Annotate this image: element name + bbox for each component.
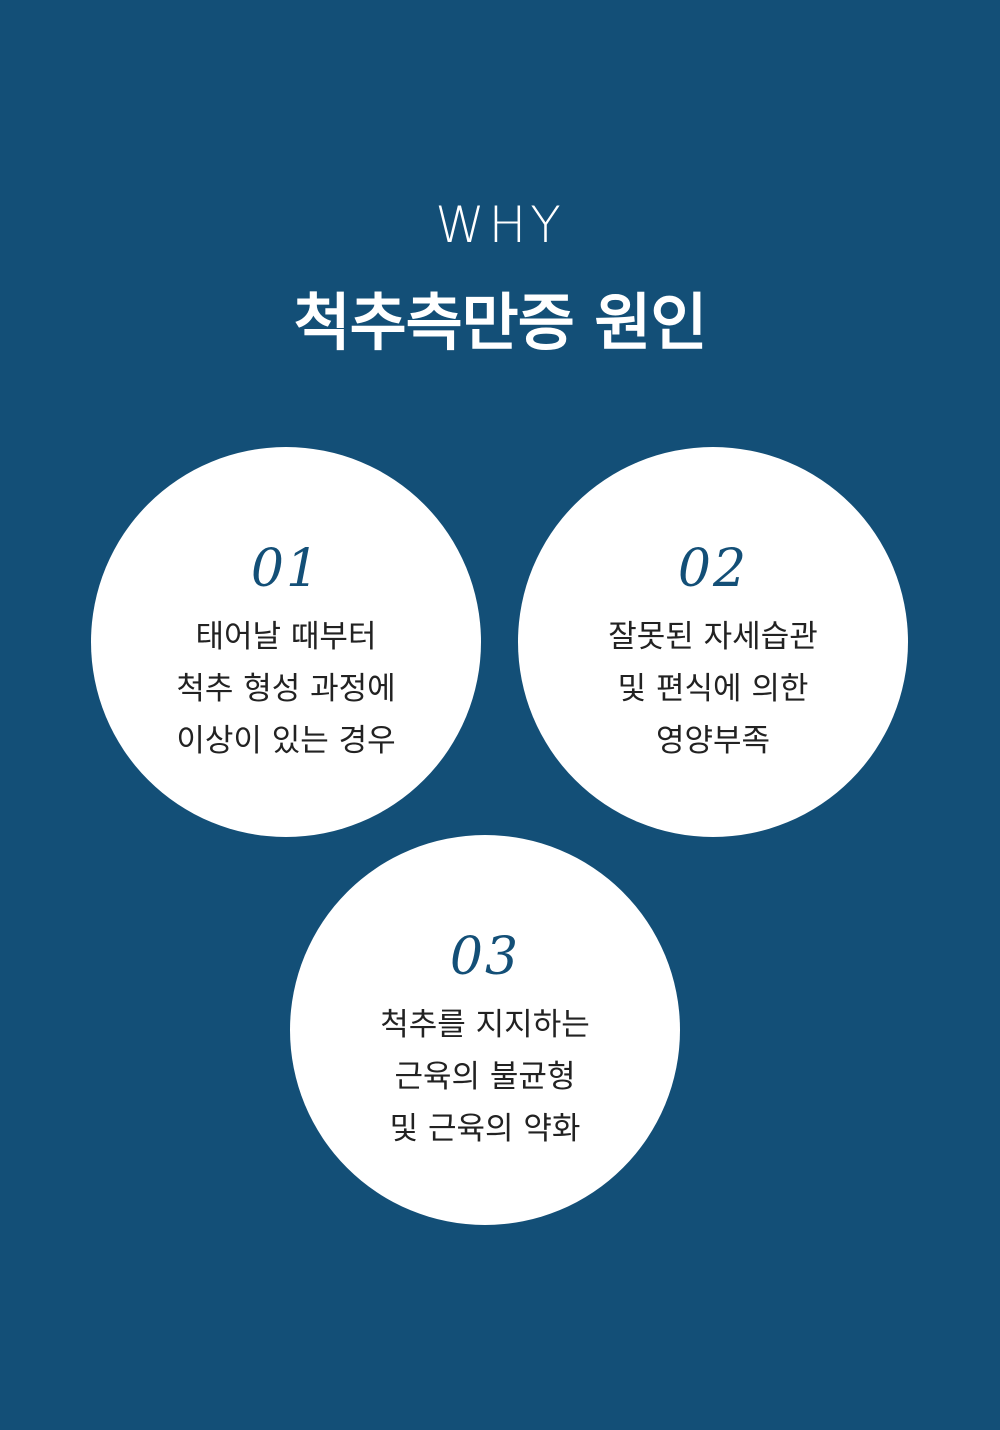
cause-card-2: 02 잘못된 자세습관 및 편식에 의한 영양부족 xyxy=(518,447,908,837)
cause-number: 03 xyxy=(449,927,521,987)
cause-description: 태어날 때부터 척추 형성 과정에 이상이 있는 경우 xyxy=(91,611,481,767)
cause-line: 잘못된 자세습관 xyxy=(608,619,818,655)
cause-card-3: 03 척추를 지지하는 근육의 불균형 및 근육의 약화 xyxy=(290,835,680,1225)
cause-description: 잘못된 자세습관 및 편식에 의한 영양부족 xyxy=(518,611,908,767)
cause-line: 이상이 있는 경우 xyxy=(176,723,396,759)
cause-line: 및 편식에 의한 xyxy=(617,671,809,707)
cause-number: 01 xyxy=(250,539,322,599)
cause-line: 근육의 불균형 xyxy=(394,1059,576,1095)
cause-card-1: 01 태어날 때부터 척추 형성 과정에 이상이 있는 경우 xyxy=(91,447,481,837)
cause-description: 척추를 지지하는 근육의 불균형 및 근육의 약화 xyxy=(290,999,680,1155)
cause-line: 태어날 때부터 xyxy=(195,619,377,655)
cause-line: 및 근육의 약화 xyxy=(389,1111,581,1147)
cause-line: 척추 형성 과정에 xyxy=(176,671,396,707)
section-eyebrow: WHY xyxy=(435,196,565,254)
cause-number: 02 xyxy=(677,539,749,599)
page-title: 척추측만증 원인 xyxy=(293,286,708,359)
cause-line: 영양부족 xyxy=(655,723,771,759)
cause-line: 척추를 지지하는 xyxy=(380,1007,590,1043)
